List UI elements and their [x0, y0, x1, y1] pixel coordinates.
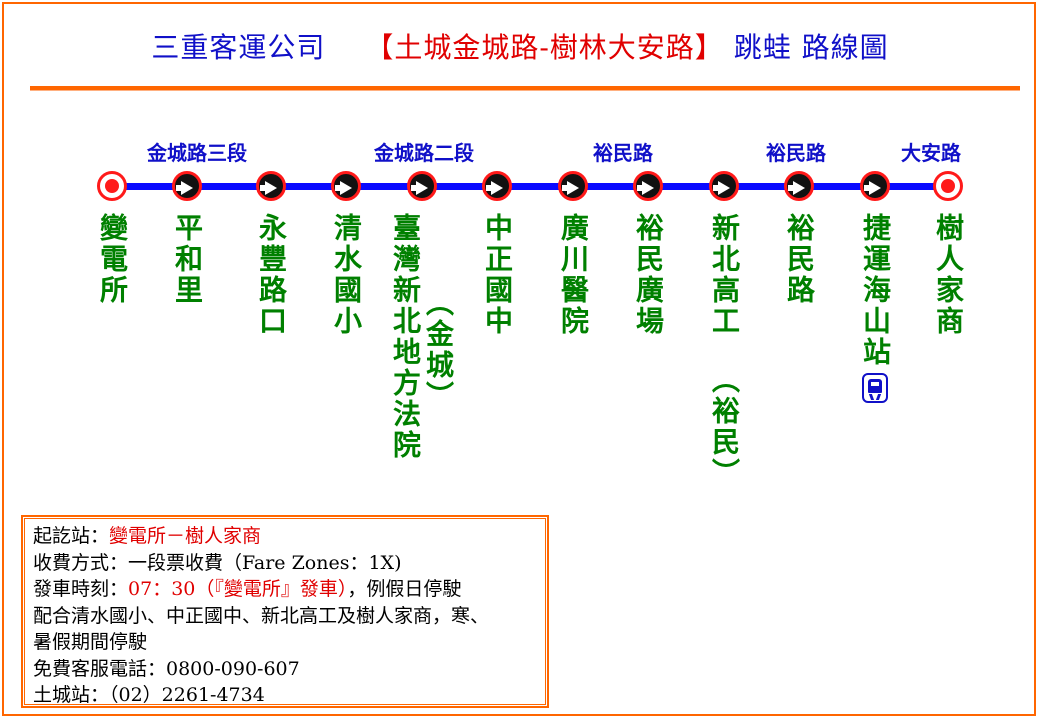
hotline: 免費客服電話：0800-090-607: [33, 657, 300, 680]
route-line: [112, 183, 948, 190]
route-type-label: 跳蛙 路線圖: [733, 31, 889, 64]
stop-name: 中正國中: [481, 213, 514, 337]
metro-icon: [862, 373, 888, 403]
departure-note: ，例假日停駛: [347, 578, 462, 600]
stop-name: 永豐路口: [255, 213, 288, 337]
stop-name-qualifier: （裕民）: [708, 365, 741, 489]
departure-time: 07：30（『變電所』發車）: [128, 578, 348, 600]
station-phone: 土城站：（02）2261-4734: [33, 684, 265, 706]
stop-arrow-marker: [407, 171, 437, 201]
terminal-stop-marker: [933, 171, 963, 201]
stop-name: 清水國小: [330, 213, 363, 337]
stop-arrow-marker: [860, 171, 890, 201]
company-name: 三重客運公司: [151, 31, 326, 64]
road-label: 大安路: [901, 141, 961, 165]
title-divider: [30, 86, 1020, 91]
route-name: 【土城金城路-樹林大安路】: [365, 31, 724, 64]
stop-name: 廣川醫院: [557, 213, 590, 337]
stop-name: 臺灣新北地方法院: [389, 213, 422, 461]
terminals-row: 起訖站：變電所－樹人家商: [33, 523, 545, 550]
terminals-value: 變電所－樹人家商: [109, 525, 262, 547]
stop-arrow-marker: [558, 171, 588, 201]
stop-arrow-marker: [331, 171, 361, 201]
stop-arrow-marker: [709, 171, 739, 201]
stop-name-qualifier: （金城）: [422, 288, 455, 412]
stop-arrow-marker: [172, 171, 202, 201]
road-label: 金城路三段: [147, 141, 247, 165]
stop-arrow-marker: [256, 171, 286, 201]
stop-arrow-marker: [784, 171, 814, 201]
terminal-stop-marker: [97, 171, 127, 201]
terminals-label: 起訖站：: [33, 525, 110, 547]
schedule-note-continued: 暑假期間停駛: [33, 631, 148, 653]
page-title: 三重客運公司 【土城金城路-樹林大安路】 跳蛙 路線圖: [0, 26, 1040, 66]
fare-info: 收費方式：一段票收費（Fare Zones：1X): [33, 551, 402, 574]
stop-name: 裕民廣場: [632, 213, 665, 337]
stop-arrow-marker: [482, 171, 512, 201]
stop-name: 新北高工: [708, 213, 741, 337]
stop-arrow-marker: [633, 171, 663, 201]
stop-name: 裕民路: [783, 213, 816, 306]
stop-name: 樹人家商: [932, 213, 965, 337]
info-box: 起訖站：變電所－樹人家商 收費方式：一段票收費（Fare Zones：1X) 發…: [21, 515, 549, 708]
stop-name: 平和里: [171, 213, 204, 306]
departure-row: 發車時刻：07：30（『變電所』發車），例假日停駛: [33, 576, 545, 603]
stop-name: 變電所: [96, 213, 129, 306]
departure-label: 發車時刻：: [33, 578, 129, 600]
stop-name: 捷運海山站: [859, 213, 892, 368]
road-label: 裕民路: [593, 141, 653, 165]
schedule-note: 配合清水國小、中正國中、新北高工及樹人家商，寒、: [33, 604, 490, 627]
road-label: 金城路二段: [374, 141, 474, 165]
road-label: 裕民路: [766, 141, 826, 165]
